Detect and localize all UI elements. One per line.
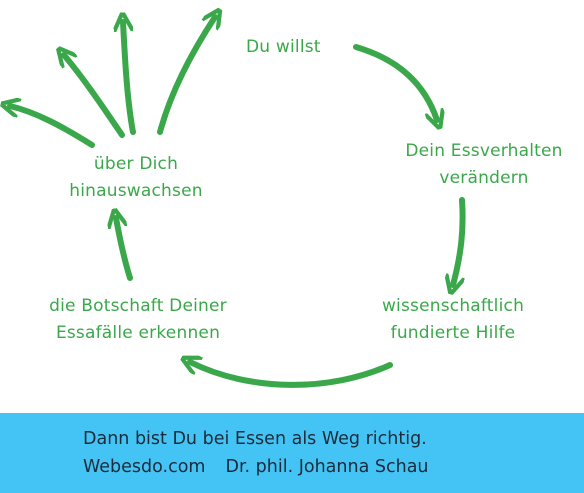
cycle-diagram: Du willst Dein Essverhalten verändern wi… — [0, 0, 575, 388]
node-essverhalten: Dein Essverhalten verändern — [393, 138, 575, 192]
node-hinauswachsen: über Dich hinauswachsen — [54, 151, 218, 205]
node-botschaft: die Botschaft Deiner Essafälle erkennen — [30, 293, 246, 347]
node-hilfe: wissenschaftlich fundierte Hilfe — [364, 293, 542, 347]
arrows-layer — [0, 0, 466, 388]
footer-credits: Webesdo.com Dr. phil. Johanna Schau — [83, 457, 429, 477]
arrow-growth-4 — [157, 17, 215, 135]
arrow-growth-3 — [123, 22, 136, 135]
footer-tagline: Dann bist Du bei Essen als Weg richtig. — [83, 429, 427, 449]
node-du-willst: Du willst — [246, 34, 321, 61]
node-label: wissenschaftlich — [381, 296, 525, 316]
arrow-hilfe-to-botschaft — [190, 362, 393, 388]
node-label: Du willst — [246, 37, 321, 57]
footer-site: Webesdo.com — [83, 457, 206, 477]
node-label: hinauswachsen — [69, 181, 203, 201]
arrow-growth-1 — [10, 106, 95, 148]
node-label: über Dich — [93, 154, 179, 174]
node-label: Dein Essverhalten — [405, 141, 563, 161]
arrow-growth-2 — [64, 55, 125, 138]
arrow-essverhalten-to-hilfe — [453, 197, 466, 285]
node-label: die Botschaft Deiner — [49, 296, 227, 316]
footer-author: Dr. phil. Johanna Schau — [225, 457, 429, 477]
node-label: fundierte Hilfe — [390, 323, 516, 343]
arrow-willst-to-essverhalten — [353, 44, 437, 120]
node-label: verändern — [439, 168, 529, 188]
node-label: Essafälle erkennen — [55, 323, 221, 343]
footer-banner: Dann bist Du bei Essen als Weg richtig. … — [0, 413, 584, 493]
arrow-botschaft-to-hinauswachsen — [116, 218, 133, 281]
